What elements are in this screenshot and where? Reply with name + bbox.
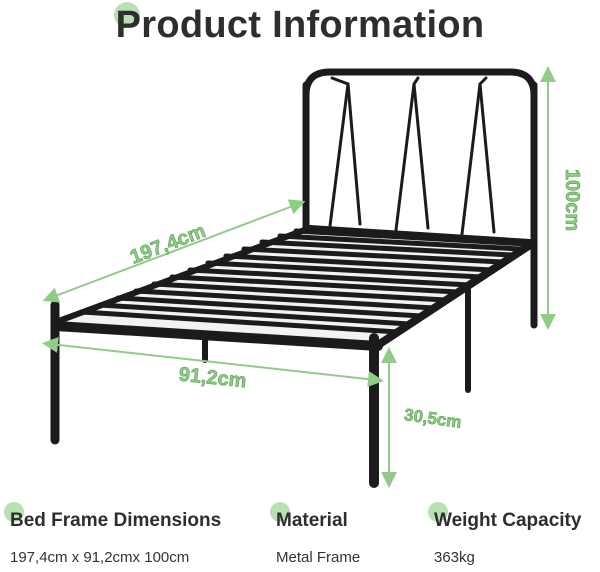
spec-material: Material Metal Frame xyxy=(270,502,361,566)
spec-value: Metal Frame xyxy=(276,549,361,566)
dimension-lines xyxy=(42,66,556,488)
headboard-top-rail xyxy=(302,68,538,99)
spec-accent-dot xyxy=(428,502,448,522)
length-dimension-line xyxy=(42,199,306,303)
bed-frame-illustration: 197,4cm 100cm 91,2cm 30,5cm xyxy=(42,66,583,488)
right-side-rail xyxy=(374,241,534,349)
spec-value: 197,4cm x 91,2cmx 100cm xyxy=(10,549,190,566)
height-label: 100cm xyxy=(561,169,583,231)
title-accent-dot xyxy=(114,2,140,28)
headboard-bar xyxy=(412,76,430,230)
spec-label: Weight Capacity xyxy=(434,510,582,531)
spec-accent-dot xyxy=(4,502,24,522)
length-label: 197,4cm xyxy=(127,220,209,269)
spec-dimensions: Bed Frame Dimensions 197,4cm x 91,2cmx 1… xyxy=(4,502,222,566)
bed-frame xyxy=(50,68,538,488)
headboard-bar xyxy=(460,82,482,236)
spec-label: Bed Frame Dimensions xyxy=(10,510,222,531)
spec-accent-dot xyxy=(270,502,290,522)
headboard-bar xyxy=(394,82,416,232)
spec-label: Material xyxy=(276,510,348,531)
width-dimension-line xyxy=(42,336,384,388)
width-label: 91,2cm xyxy=(178,364,248,393)
headboard-bar xyxy=(328,82,350,228)
spec-weight-capacity: Weight Capacity 363kg xyxy=(428,502,582,566)
headboard-bar xyxy=(478,76,496,234)
spec-value: 363kg xyxy=(434,549,475,566)
leg-height-label: 30,5cm xyxy=(403,405,463,432)
page-title: Product Information xyxy=(115,4,485,46)
